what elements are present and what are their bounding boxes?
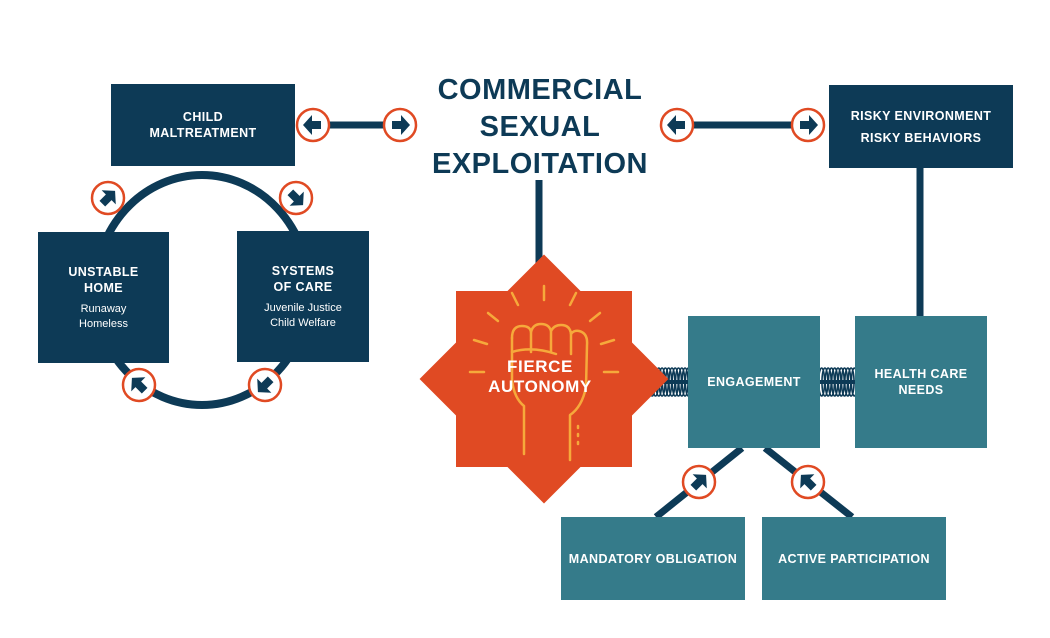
- arrow-badges: [90, 107, 826, 500]
- node-risky: RISKY ENVIRONMENT RISKY BEHAVIORS: [829, 85, 1013, 168]
- node-unstable-home-line2: HOME: [83, 280, 124, 295]
- badge-active-to-engagement: [790, 464, 826, 500]
- node-fierce-autonomy: FIERCE AUTONOMY: [470, 357, 610, 397]
- badge-maltreatment-to-systems: [278, 180, 314, 216]
- badge-risky-right: [790, 107, 826, 143]
- detail-juvenile-justice: Juvenile Justice: [264, 301, 342, 314]
- badge-title-right: [382, 107, 418, 143]
- fierce-autonomy-badge: [419, 254, 669, 504]
- node-mandatory-obligation: MANDATORY OBLIGATION: [561, 517, 745, 600]
- diagram-title: COMMERCIAL SEXUAL EXPLOITATION: [420, 72, 660, 183]
- spring-coil: [847, 367, 855, 397]
- node-engagement-label: ENGAGEMENT: [707, 375, 801, 389]
- badge-mandatory-to-engagement: [681, 464, 717, 500]
- title-line-3: EXPLOITATION: [432, 148, 648, 180]
- title-line-1: COMMERCIAL: [437, 74, 643, 106]
- badge-title-left: [659, 107, 695, 143]
- node-child-maltreatment-line1: CHILD: [182, 110, 224, 124]
- node-health-care-needs-line1: HEALTH CARE: [874, 367, 968, 381]
- node-child-maltreatment: CHILD MALTREATMENT: [111, 84, 295, 166]
- badge-bottom-to-home: [121, 367, 157, 403]
- node-fierce-autonomy-line2: AUTONOMY: [488, 377, 592, 396]
- spring-engagement-health: [817, 367, 859, 397]
- node-child-maltreatment-line2: MALTREATMENT: [149, 126, 257, 140]
- node-mandatory-obligation-label: MANDATORY OBLIGATION: [568, 551, 738, 566]
- node-systems-of-care: SYSTEMS OF CARE Juvenile Justice Child W…: [237, 231, 369, 362]
- node-fierce-autonomy-line1: FIERCE: [507, 357, 573, 376]
- node-systems-of-care-line2: OF CARE: [273, 279, 333, 294]
- node-systems-of-care-line1: SYSTEMS: [271, 263, 335, 278]
- node-unstable-home: UNSTABLE HOME Runaway Homeless: [38, 232, 169, 363]
- node-unstable-home-line1: UNSTABLE: [68, 264, 139, 279]
- title-line-2: SEXUAL: [479, 111, 601, 143]
- node-systems-of-care-details: Juvenile Justice Child Welfare: [264, 301, 342, 331]
- node-health-care-needs: HEALTH CARE NEEDS: [855, 316, 987, 448]
- node-active-participation: ACTIVE PARTICIPATION: [762, 517, 946, 600]
- badge-maltreatment-left: [295, 107, 331, 143]
- node-health-care-needs-line2: NEEDS: [898, 383, 944, 397]
- node-unstable-home-details: Runaway Homeless: [79, 302, 128, 332]
- detail-runaway: Runaway: [80, 302, 127, 315]
- node-active-participation-label: ACTIVE PARTICIPATION: [778, 551, 930, 566]
- badge-systems-to-bottom: [247, 367, 283, 403]
- fist-icon: [468, 284, 620, 462]
- node-risky-line1: RISKY ENVIRONMENT: [850, 108, 992, 123]
- badge-home-to-maltreatment: [90, 180, 126, 216]
- detail-homeless: Homeless: [79, 317, 128, 330]
- detail-child-welfare: Child Welfare: [270, 316, 336, 329]
- node-engagement: ENGAGEMENT: [688, 316, 820, 448]
- node-risky-line2: RISKY BEHAVIORS: [860, 130, 982, 145]
